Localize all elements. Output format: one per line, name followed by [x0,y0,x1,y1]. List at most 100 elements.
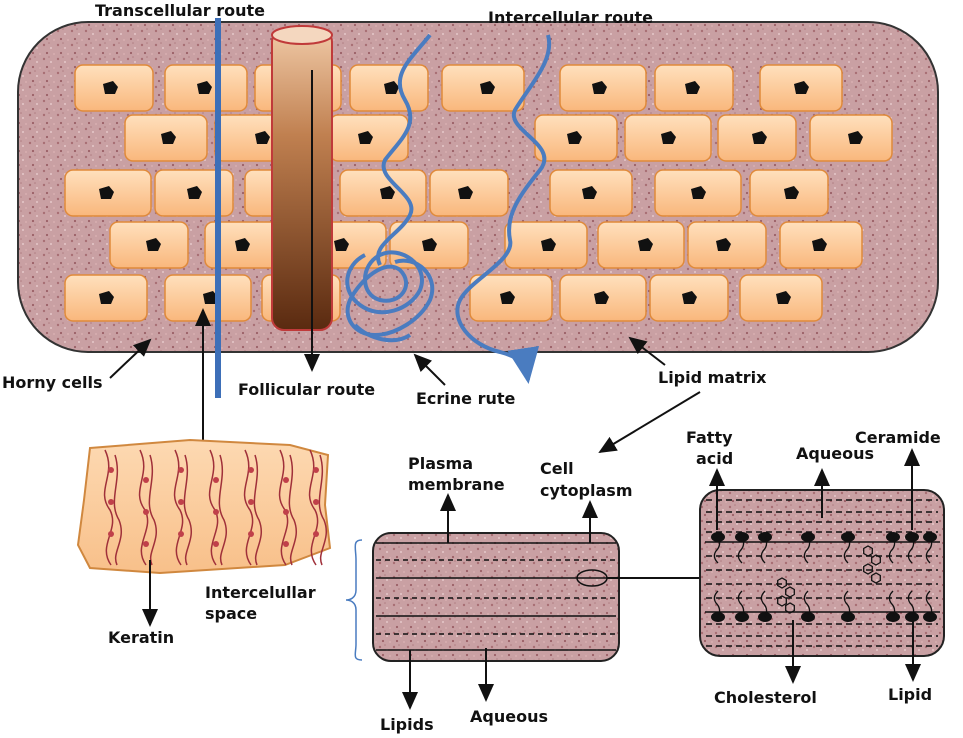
intercellular-space-brace [345,539,363,661]
keratin-dot [178,467,184,473]
label-ecrine-rute: Ecrine rute [416,389,516,408]
nucleus-icon [848,131,863,144]
keratin-dot [143,509,149,515]
label-lipids: Lipids [380,715,434,734]
lipid-head-icon [711,532,725,564]
keratin-dot [213,541,219,547]
cholesterol-ring-icon [785,602,795,614]
horny-cell [124,114,208,162]
nucleus-icon [776,291,791,304]
horny-cell [759,64,843,112]
nucleus-icon [334,238,349,251]
horny-cell [441,64,525,112]
cholesterol-ring-icon [863,563,873,575]
lipid-head-icon [735,590,749,622]
label-keratin: Keratin [108,628,174,647]
horny-cell [779,221,863,269]
label-lipid-matrix: Lipid matrix [658,368,767,387]
nucleus-icon [380,186,395,199]
nucleus-icon [661,131,676,144]
label-follicular-route: Follicular route [238,380,375,399]
nucleus-icon [255,131,270,144]
lipid-head-icon [758,590,772,622]
lipid-head-icon [905,590,919,622]
nucleus-icon [812,238,827,251]
nucleus-icon [638,238,653,251]
nucleus-icon [541,238,556,251]
nucleus-icon [197,81,212,94]
cholesterol-ring-icon [871,554,881,566]
horny-cell [649,274,729,322]
horny-cell [654,64,734,112]
label-cell-cytoplasm-line2: cytoplasm [540,481,632,500]
label-intercellular-route: Intercellular route [488,8,653,27]
horny-cell [429,169,509,217]
nucleus-icon [716,238,731,251]
cholesterol-ring-icon [777,595,787,607]
label-horny-cells: Horny cells [2,373,103,392]
intercellular-space-box [372,532,620,662]
label-aqueous-top: Aqueous [796,444,874,463]
nucleus-icon [784,186,799,199]
nucleus-icon [358,131,373,144]
nucleus-icon [235,238,250,251]
horny-cell [349,64,429,112]
lipid-head-icon [758,532,772,564]
horny-cell [739,274,823,322]
nucleus-icon [594,291,609,304]
label-ceramide: Ceramide [855,428,941,447]
cholesterol-ring-icon [777,577,787,589]
label-intercellular-space-line2: space [205,604,257,623]
label-plasma-membrane-line1: Plasma [408,454,473,473]
arrow-lipid-matrix [628,336,666,366]
horny-cell [717,114,797,162]
keratin-dot [213,509,219,515]
horny-cell [559,64,647,112]
nucleus-icon [480,81,495,94]
arrow-horny-cells [109,338,152,379]
keratin-dot [248,467,254,473]
keratin-dot [143,541,149,547]
horny-cell [329,114,409,162]
nucleus-icon [187,186,202,199]
keratin-cell [76,438,332,575]
horny-cell [559,274,647,322]
nucleus-icon [99,186,114,199]
keratin-dot [313,531,319,537]
keratin-dot [283,509,289,515]
cholesterol-ring-icon [785,586,795,598]
keratin-dot [248,531,254,537]
horny-cell [109,221,189,269]
arrow-lipid-matrix-to-detail [598,391,701,454]
lipid-head-icon [886,590,900,622]
lipid-head-icon [841,590,855,622]
horny-cell [164,274,252,322]
horny-cell [339,169,427,217]
cholesterol-ring-icon [863,545,873,557]
keratin-dot [178,531,184,537]
lipid-head-icon [735,532,749,564]
keratin-dot [108,499,114,505]
horny-cell [504,221,588,269]
horny-cell [154,169,234,217]
lipid-head-icon [923,532,937,564]
keratin-dot [143,477,149,483]
horny-cell [654,169,742,217]
nucleus-icon [161,131,176,144]
nucleus-icon [682,291,697,304]
nucleus-icon [103,81,118,94]
keratin-dot [313,467,319,473]
nucleus-icon [691,186,706,199]
horny-cell [687,221,767,269]
nucleus-icon [582,186,597,199]
nucleus-icon [458,186,473,199]
label-cell-cytoplasm-line1: Cell [540,459,574,478]
horny-cell [624,114,712,162]
label-cholesterol: Cholesterol [714,688,817,707]
nucleus-icon [592,81,607,94]
horny-cell [549,169,633,217]
horny-cell [64,169,152,217]
keratin-dot [283,477,289,483]
lipid-head-icon [905,532,919,564]
